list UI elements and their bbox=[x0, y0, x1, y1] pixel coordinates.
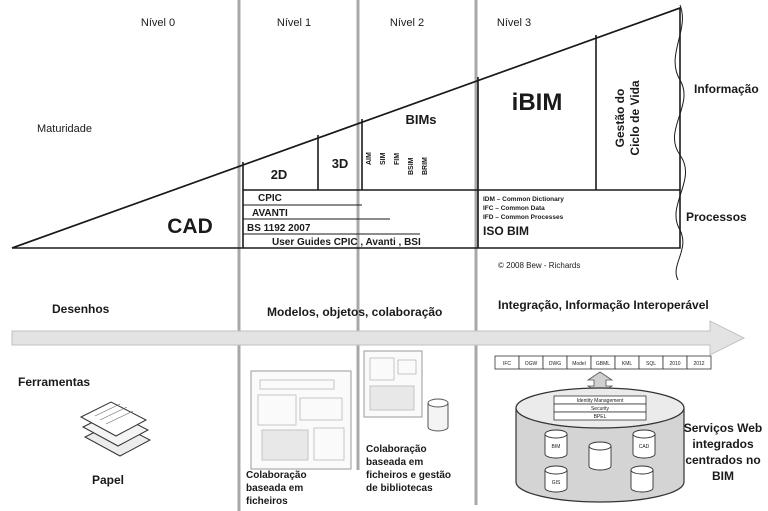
db-gis-icon bbox=[544, 465, 568, 493]
collab-libraries-line-1: Colaboração bbox=[366, 444, 427, 455]
web-services-line-3: centrados no bbox=[685, 453, 760, 467]
paper-label: Papel bbox=[92, 473, 124, 487]
tools-title: Ferramentas bbox=[18, 375, 90, 389]
collab-files-line-1: Colaboração bbox=[246, 470, 307, 481]
bims-label: BIMs bbox=[405, 112, 436, 127]
format-dwg: DWG bbox=[549, 361, 561, 367]
standard-bs: BS 1192 2007 bbox=[247, 223, 311, 234]
format-2010: 2010 bbox=[669, 361, 680, 367]
collab-files-line-2: baseada em bbox=[246, 483, 303, 494]
collab-libraries-line-3: ficheiros e gestão bbox=[366, 470, 451, 481]
db-bim-icon bbox=[544, 429, 568, 459]
standard-ifc: IFC – Common Data bbox=[483, 205, 545, 212]
identity-label: Identity Management bbox=[577, 398, 624, 404]
level-2-header: Nível 2 bbox=[390, 17, 424, 29]
arrow-label-integration: Integração, Informação Interoperável bbox=[498, 298, 709, 312]
copyright: © 2008 Bew - Richards bbox=[498, 261, 580, 270]
db-right-icon bbox=[630, 465, 654, 493]
bpel-bar bbox=[553, 411, 647, 421]
security-label: Security bbox=[591, 406, 610, 412]
cad-label: CAD bbox=[167, 215, 213, 238]
library-collab-thumbnail bbox=[363, 350, 423, 418]
arrow-label-drawings: Desenhos bbox=[52, 302, 110, 316]
format-ogw: OGW bbox=[525, 361, 538, 367]
standard-idm: IDM – Common Dictionary bbox=[483, 196, 564, 203]
triangle-hypotenuse bbox=[11, 7, 681, 249]
format-model: Model bbox=[572, 361, 586, 367]
lifecycle-line-1: Gestão do bbox=[613, 89, 627, 148]
lifecycle-line-2: Ciclo de Vida bbox=[628, 80, 642, 155]
collab-files-line-3: ficheiros bbox=[246, 496, 288, 507]
standard-cpic: CPIC bbox=[258, 193, 282, 204]
format-ifc: IFC bbox=[503, 361, 511, 367]
db-gis-label: GIS bbox=[552, 480, 561, 486]
web-services-line-1: Serviços Web bbox=[684, 421, 762, 435]
bim-type-sim: SIM bbox=[380, 152, 387, 165]
format-2012: 2012 bbox=[693, 361, 704, 367]
progression-arrow bbox=[11, 320, 746, 356]
information-label: Informação bbox=[694, 82, 759, 96]
processes-label: Processos bbox=[686, 210, 747, 224]
standard-iso-bim: ISO BIM bbox=[483, 224, 529, 238]
db-cad-label: CAD bbox=[639, 444, 650, 450]
collab-libraries-line-4: de bibliotecas bbox=[366, 483, 433, 494]
bim-type-aim: AIM bbox=[366, 152, 373, 165]
2d-label: 2D bbox=[271, 167, 288, 182]
bpel-label: BPEL bbox=[594, 414, 607, 420]
standard-avanti: AVANTI bbox=[252, 208, 288, 219]
bim-type-bsim: BSIM bbox=[408, 157, 415, 175]
level-3-header: Nível 3 bbox=[497, 17, 531, 29]
level-1-header: Nível 1 bbox=[277, 17, 311, 29]
bim-type-brim: BRIM bbox=[422, 157, 429, 175]
db-cad-icon bbox=[632, 429, 656, 459]
format-kml: KML bbox=[622, 361, 633, 367]
format-gbml: GBML bbox=[596, 361, 610, 367]
3d-label: 3D bbox=[332, 156, 349, 171]
db-center-icon bbox=[588, 441, 612, 471]
file-collab-thumbnail bbox=[250, 370, 352, 470]
format-strip: IFC OGW DWG Model GBML KML SQL 2010 2012 bbox=[494, 355, 712, 370]
web-services-line-2: integrados bbox=[692, 437, 754, 451]
collab-libraries-line-2: baseada em bbox=[366, 457, 423, 468]
standard-ifd: IFD – Common Processes bbox=[483, 214, 564, 221]
db-bim-label: BIM bbox=[552, 444, 561, 450]
level-0-header: Nível 0 bbox=[141, 17, 175, 29]
paper-icon bbox=[79, 401, 152, 457]
web-services-line-4: BIM bbox=[712, 469, 734, 483]
maturity-label: Maturidade bbox=[37, 123, 92, 135]
bim-types: AIM SIM FIM BSIM BRIM bbox=[366, 152, 429, 175]
arrow-label-models: Modelos, objetos, colaboração bbox=[267, 305, 442, 319]
standard-user-guides: User Guides CPIC , Avanti , BSI bbox=[272, 237, 421, 248]
ibim-label: iBIM bbox=[512, 89, 563, 116]
format-sql: SQL bbox=[646, 361, 656, 367]
bim-type-fim: FIM bbox=[394, 153, 401, 165]
wavy-separator bbox=[674, 4, 686, 281]
library-database-icon bbox=[427, 398, 449, 432]
